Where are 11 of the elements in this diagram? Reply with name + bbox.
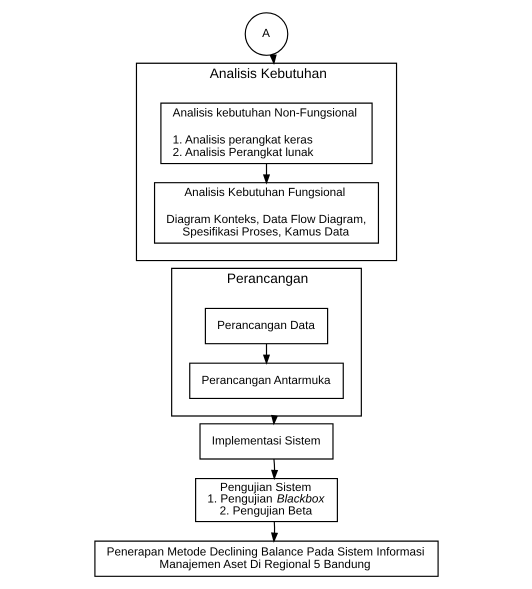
node-box: Analisis kebutuhan Non-Fungsional 1. Analisis perangkat keras 2. Analisis Perangkat lunak bbox=[160, 102, 372, 164]
node-box: Implementasi Sistem bbox=[198, 423, 334, 460]
arrow bbox=[270, 459, 278, 480]
node-box: Pengujian Sistem 1. Pengujian Blackbox 2. Pengujian Beta bbox=[194, 478, 338, 522]
node-box: Perancangan Antarmuka bbox=[188, 362, 344, 399]
node-box: Analisis Kebutuhan Fungsional Diagram Konteks, Data Flow Diagram, Spesifikasi Proses, Kamus Data bbox=[153, 182, 379, 244]
node-box: Penerapan Metode Declining Balance Pada Sistem Informasi Manajemen Aset Di Regional 5 Bandung bbox=[94, 540, 438, 577]
arrow bbox=[262, 344, 270, 365]
arrow bbox=[270, 522, 278, 543]
arrow bbox=[262, 164, 270, 185]
node-box: Perancangan Data bbox=[204, 308, 328, 344]
